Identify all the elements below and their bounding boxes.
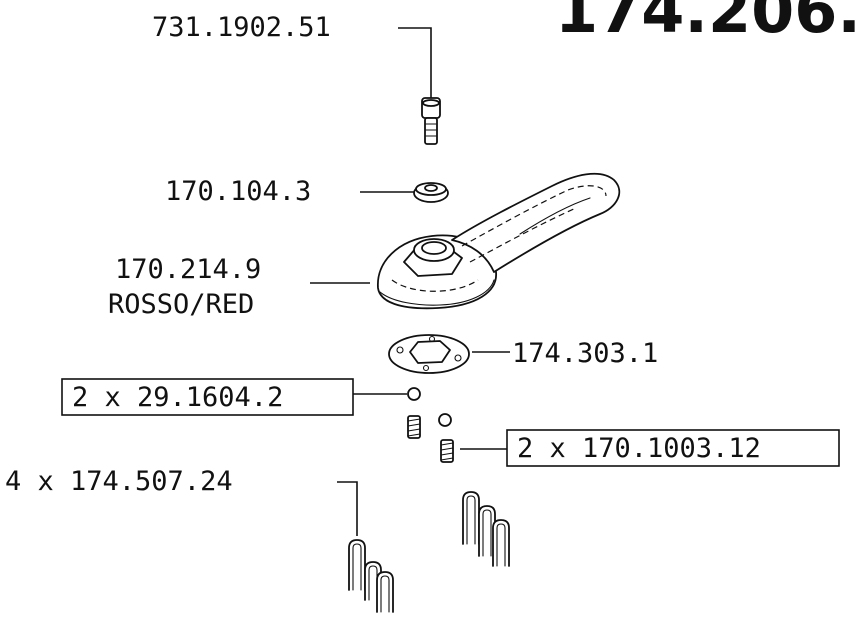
label-box-springs [506, 429, 840, 467]
label-springs: 2 x 170.1003.12 [517, 433, 761, 464]
drawing-title: 174.206.9 [555, 0, 864, 47]
label-balls: 2 x 29.1604.2 [72, 382, 283, 413]
label-box-balls [61, 378, 354, 416]
label-handle-code: 170.214.9 [115, 254, 261, 285]
label-plate: 174.303.1 [512, 338, 658, 369]
ball-parts [407, 387, 452, 427]
clip-parts [348, 491, 510, 613]
washer-part [413, 182, 449, 203]
label-clips: 4 x 174.507.24 [5, 466, 233, 497]
leader-clips [337, 481, 358, 536]
label-handle-color: ROSSO/RED [108, 289, 254, 320]
handle-part [377, 172, 621, 310]
label-washer: 170.104.3 [165, 176, 311, 207]
screw-part [421, 97, 441, 145]
leader-screw [398, 27, 432, 98]
label-screw: 731.1902.51 [152, 12, 331, 43]
plate-part [388, 334, 470, 374]
spring-parts [407, 415, 454, 463]
